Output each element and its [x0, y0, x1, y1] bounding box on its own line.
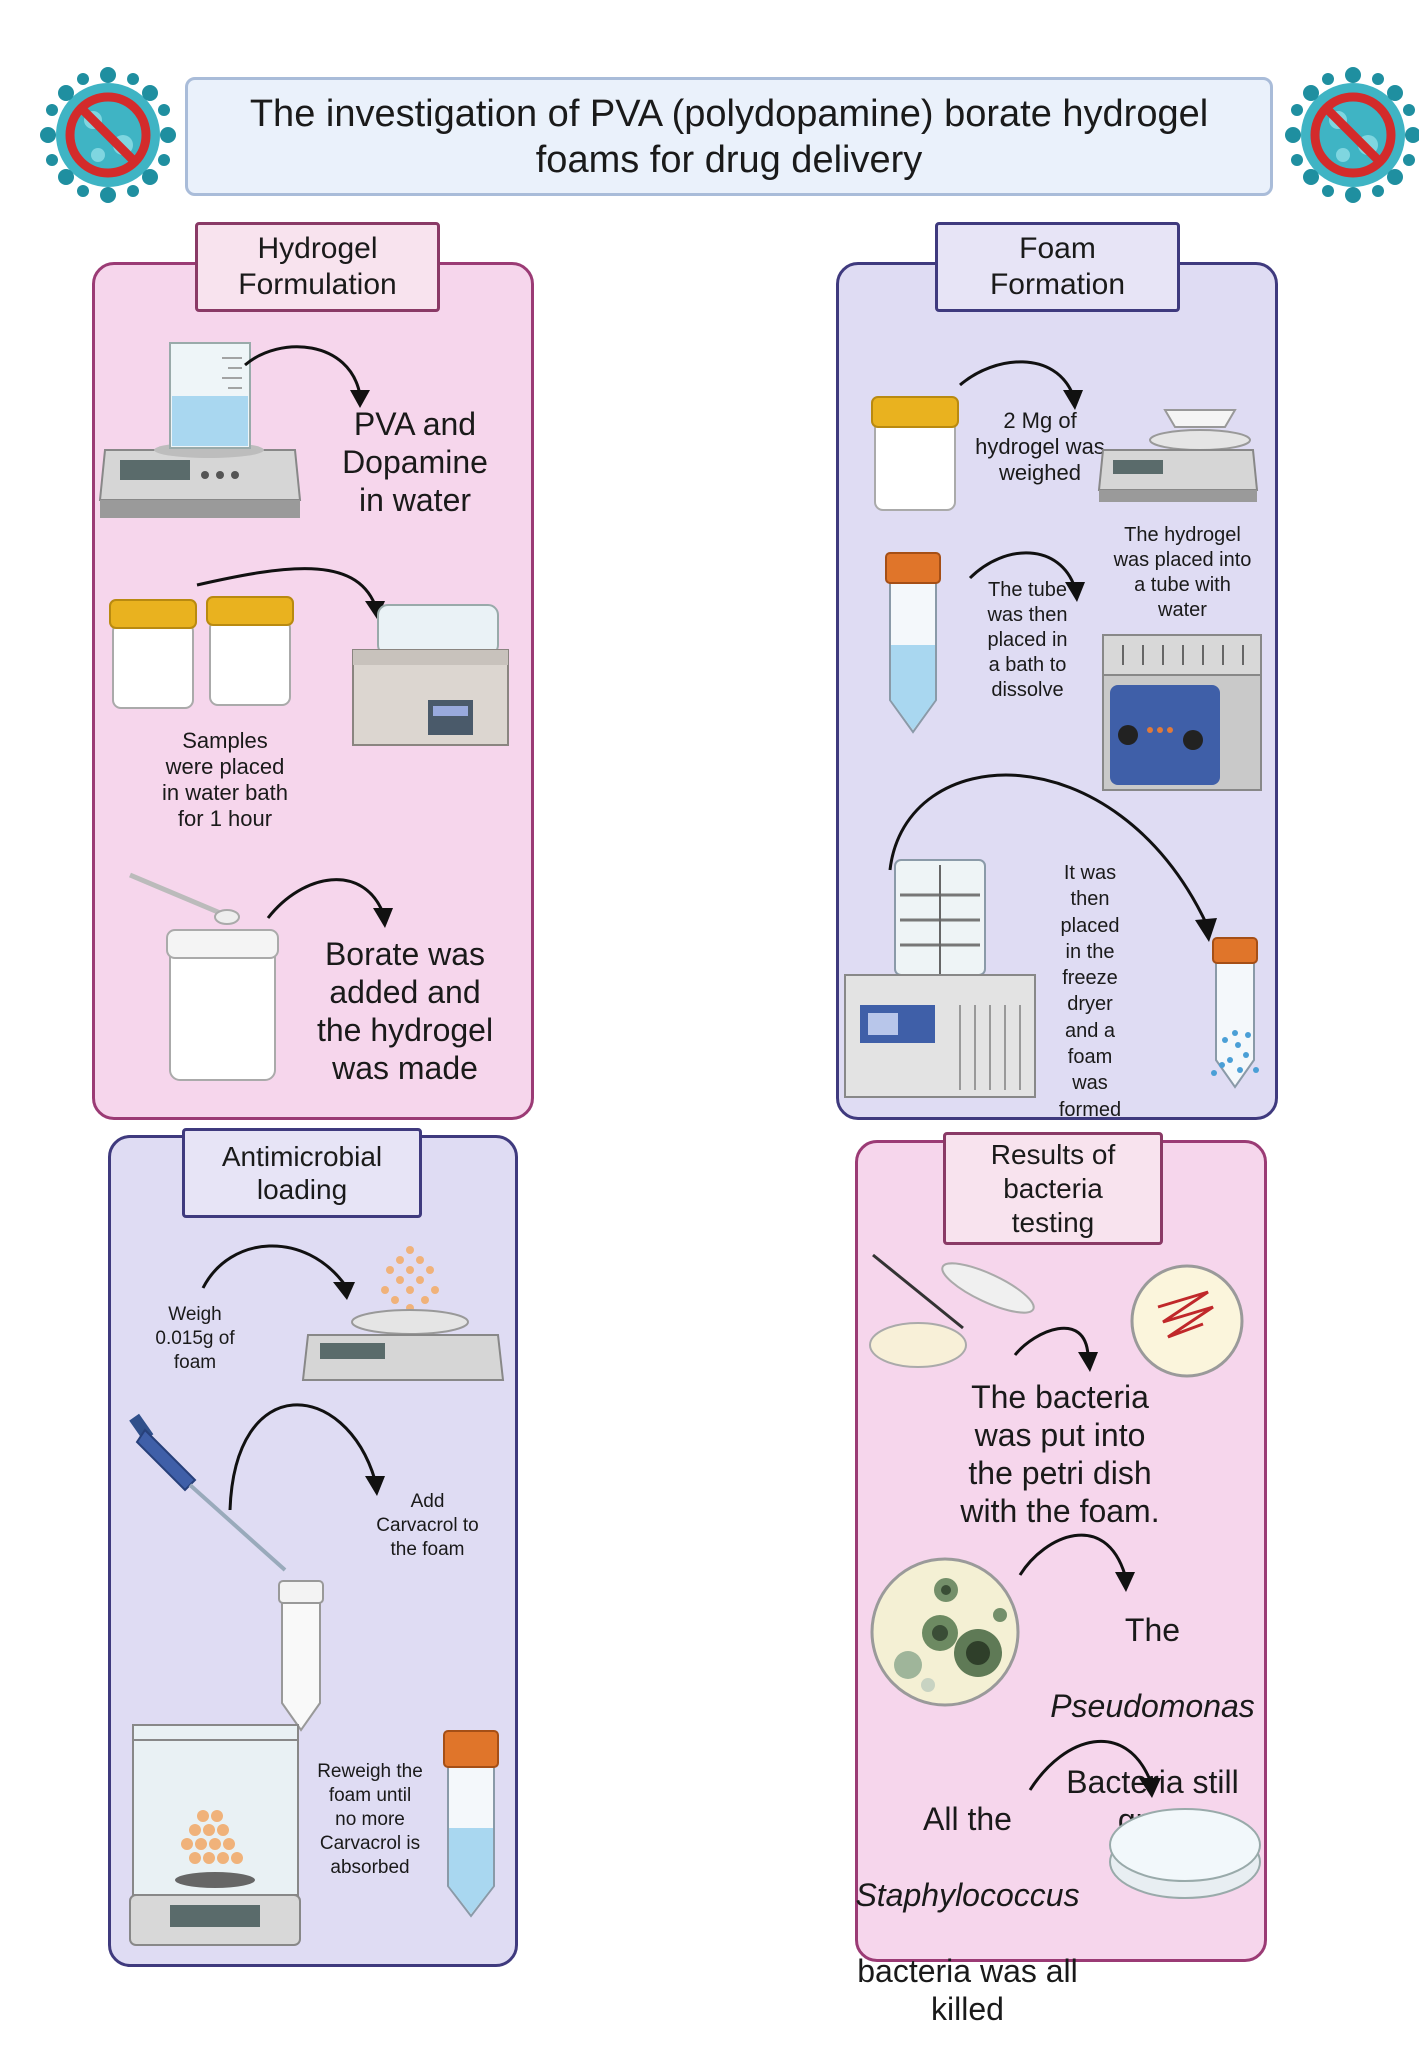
- step-text: The hydrogel was placed into a tube with…: [1113, 524, 1252, 621]
- ultrasonic-bath-icon: [1102, 634, 1262, 791]
- step-text: Weigh 0.015g of foam: [155, 1304, 235, 1373]
- arrow-icon: [1013, 1326, 1098, 1372]
- pipette-icon: [129, 1413, 287, 1572]
- step-text: 2 Mg of hydrogel was weighed: [975, 408, 1105, 485]
- step-text: The bacteria was put into the petri dish…: [960, 1379, 1160, 1529]
- sample-jar-icon: [206, 596, 294, 706]
- arrow-icon: [959, 360, 1083, 410]
- sample-jar-icon: [109, 599, 197, 709]
- arrow-icon: [244, 345, 370, 408]
- virus-prohibited-icon: [1285, 67, 1419, 203]
- step-text: Reweigh the foam until no more Carvacrol…: [317, 1761, 423, 1878]
- step-text: Borate was added and the hydrogel was ma…: [316, 936, 494, 1086]
- step-text: PVA and Dopamine in water: [342, 406, 488, 518]
- step-text: Samples were placed in water bath for 1 …: [162, 728, 288, 831]
- sample-jar-icon: [166, 929, 279, 1081]
- beaker-icon: [154, 342, 264, 458]
- step-text: It was then placed in the freeze dryer a…: [1058, 862, 1122, 1121]
- scale-icon: [301, 1246, 505, 1381]
- falcon-tube-icon: [885, 552, 941, 734]
- panel-header-antimicrobial: Antimicrobial loading: [182, 1128, 422, 1218]
- freeze-dryer-icon: [844, 859, 1036, 1098]
- arrow-icon: [228, 1403, 385, 1511]
- virus-prohibited-icon: [40, 67, 176, 203]
- arrow-icon: [201, 1244, 355, 1300]
- scale-icon: [1097, 409, 1259, 502]
- step-text: The tube was then placed in a bath to di…: [987, 579, 1068, 701]
- spatula-icon: [129, 872, 240, 925]
- falcon-tube-icon: [443, 1730, 499, 1918]
- arrow-icon: [266, 878, 393, 928]
- petri-dish-icon: [869, 1253, 1035, 1368]
- step-text: Add Carvacrol to the foam: [376, 1491, 479, 1560]
- scale-icon: [98, 449, 302, 518]
- panel-header-results: Results of bacteria testing: [943, 1132, 1163, 1245]
- arrow-icon: [1018, 1533, 1135, 1592]
- falcon-tube-icon: [278, 1580, 324, 1732]
- page-title: The investigation of PVA (polydopamine) …: [185, 77, 1273, 196]
- analytical-balance-icon: [129, 1724, 301, 1946]
- petri-dish-icon: [1109, 1808, 1261, 1899]
- falcon-tube-icon: [1211, 937, 1259, 1089]
- panel-header-hydrogel: Hydrogel Formulation: [195, 222, 440, 312]
- arrow-icon: [196, 567, 385, 619]
- panel-header-foam: Foam Formation: [935, 222, 1180, 312]
- arrow-icon: [1028, 1739, 1161, 1798]
- arrow-icon: [968, 551, 1085, 602]
- sample-jar-icon: [871, 396, 959, 511]
- step-text: All the Staphylococcus bacteria was all …: [855, 1801, 1080, 2027]
- petri-dish-icon: [1130, 1264, 1244, 1378]
- petri-dish-icon: [870, 1557, 1020, 1707]
- water-bath-icon: [352, 604, 509, 746]
- arrow-icon: [888, 773, 1217, 942]
